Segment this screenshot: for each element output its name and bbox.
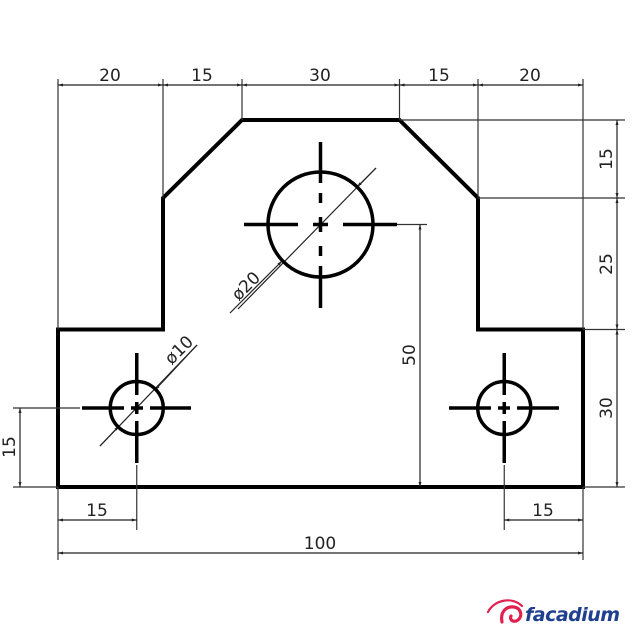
small-hole-right (449, 353, 559, 463)
dim-bottom-left: 15 (86, 501, 108, 521)
facadium-logo-swirl-icon (486, 599, 524, 624)
dim-center-height: 50 (400, 344, 420, 366)
dim-bottom-right: 15 (532, 501, 554, 521)
dim-large-hole-diameter: ø20 (228, 268, 265, 305)
dim-left-hole-height: 15 (0, 436, 20, 458)
dim-top-1: 20 (99, 66, 121, 86)
dim-top-3: 30 (309, 66, 331, 86)
small-hole-left (82, 353, 191, 463)
dim-right-3: 30 (597, 397, 617, 419)
dim-top-2: 15 (191, 66, 213, 86)
dim-right-2: 25 (597, 253, 617, 275)
dim-top-4: 15 (428, 66, 450, 86)
dim-top-5: 20 (519, 66, 541, 86)
dimension-lines (18, 83, 619, 555)
large-hole (244, 142, 397, 308)
dim-small-hole-diameter: ø10 (161, 332, 198, 369)
facadium-logo: facadium (525, 604, 620, 626)
dim-overall-width: 100 (304, 534, 336, 554)
logo-text: facadium (525, 604, 620, 626)
dim-right-1: 15 (597, 148, 617, 170)
